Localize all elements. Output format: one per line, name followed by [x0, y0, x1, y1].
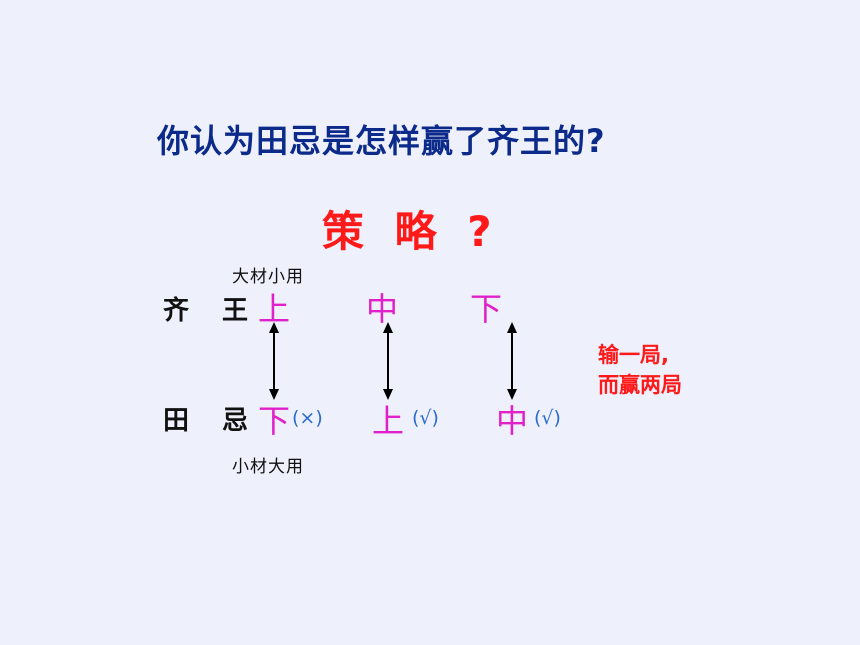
question-title: 你认为田忌是怎样赢了齐王的? — [157, 122, 606, 160]
king-horse-2: 中 — [366, 290, 399, 328]
king-horse-1: 上 — [258, 290, 291, 328]
result-mark-2: (√) — [412, 407, 439, 429]
tianji-horse-3: 中 — [496, 402, 529, 440]
king-label: 齐 王 — [163, 296, 261, 326]
result-summary: 输一局, 而赢两局 — [598, 340, 682, 400]
strategy-heading: 策 略 ? — [322, 207, 500, 256]
tianji-label: 田 忌 — [163, 406, 261, 436]
result-mark-1: (×) — [292, 407, 323, 429]
double-arrow-icon — [269, 322, 279, 400]
result-line-1: 输一局, — [598, 343, 669, 367]
note-bottom: 小材大用 — [232, 457, 304, 477]
double-arrow-icon — [507, 322, 517, 400]
king-horse-3: 下 — [470, 290, 503, 328]
double-arrow-icon — [383, 322, 393, 400]
note-top: 大材小用 — [232, 267, 304, 287]
tianji-horse-1: 下 — [258, 402, 291, 440]
result-line-2: 而赢两局 — [598, 373, 682, 397]
result-mark-3: (√) — [534, 407, 561, 429]
tianji-horse-2: 上 — [372, 402, 405, 440]
